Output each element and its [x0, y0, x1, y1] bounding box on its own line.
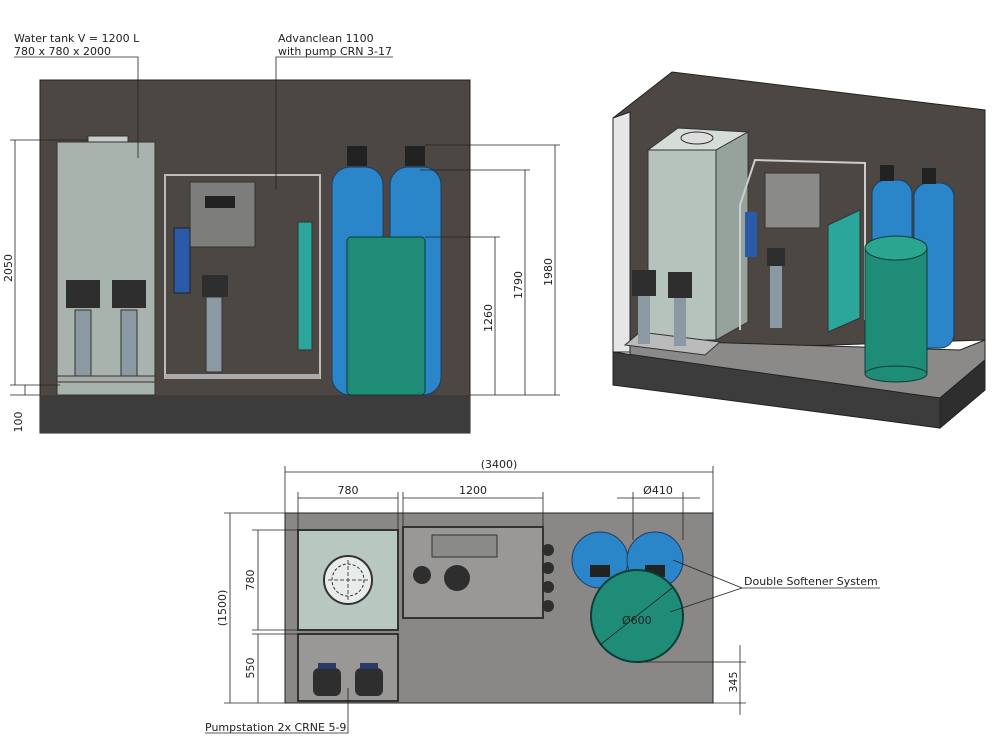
dim-1260: 1260 [482, 304, 495, 332]
dim-1500: (1500) [216, 590, 229, 627]
advanclean-label-2: with pump CRN 3-17 [278, 45, 392, 58]
dim-410: Ø410 [643, 484, 673, 497]
tank-lid [87, 135, 129, 143]
advanclean-unit [164, 174, 321, 379]
front-right-dimensions: 1260 1790 1980 [420, 144, 560, 396]
dim-100: 100 [12, 412, 25, 433]
isometric-view [612, 71, 986, 430]
water-tank [56, 141, 156, 396]
front-view: 2050 100 1260 1790 1980 Water tank V = 1… [2, 32, 560, 434]
dim-2050: 2050 [2, 254, 15, 282]
double-softener-label: Double Softener System [744, 575, 878, 588]
dim-780-left: 780 [244, 570, 257, 591]
pumpstation-label: Pumpstation 2x CRNE 5-9 [205, 721, 346, 734]
dim-550: 550 [244, 658, 257, 679]
front-left-dimensions: 2050 100 [2, 139, 88, 433]
dim-1980: 1980 [542, 258, 555, 286]
pump-station [56, 280, 156, 383]
water-tank-label-1: Water tank V = 1200 L [14, 32, 140, 45]
dim-1200: 1200 [459, 484, 487, 497]
dim-brine-diameter: Ø600 [622, 614, 652, 627]
advanclean-label-1: Advanclean 1100 [278, 32, 374, 45]
floor-slab [40, 395, 470, 433]
water-tank-label-2: 780 x 780 x 2000 [14, 45, 111, 58]
brine-tank [346, 236, 426, 396]
dim-1790: 1790 [512, 271, 525, 299]
dim-345: 345 [727, 672, 740, 693]
dim-3400: (3400) [481, 458, 518, 471]
dim-780-top: 780 [338, 484, 359, 497]
plan-view: Ø600 (3400) 780 1200 Ø410 (1500) 780 550… [205, 458, 880, 734]
